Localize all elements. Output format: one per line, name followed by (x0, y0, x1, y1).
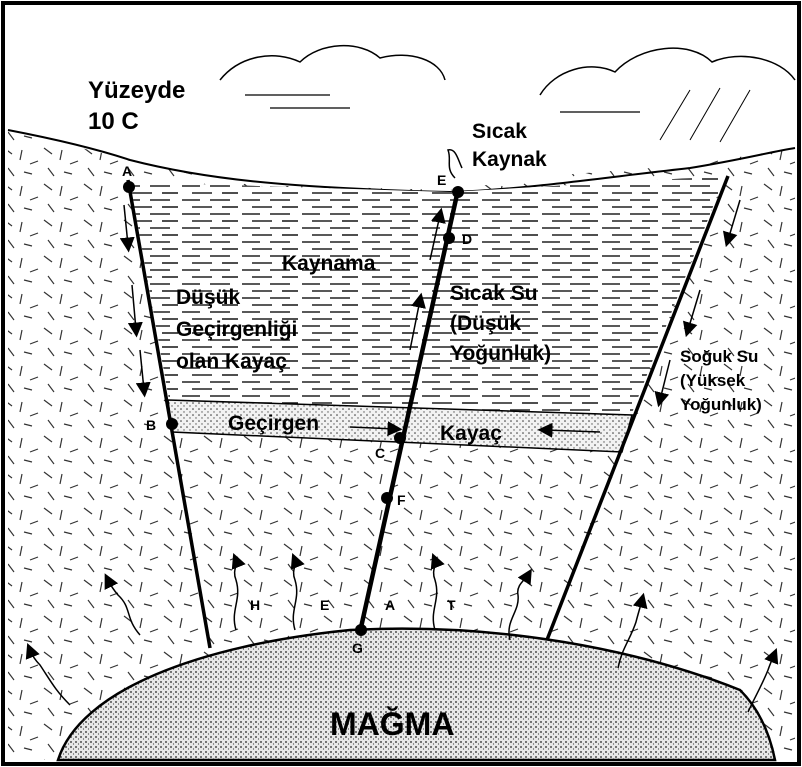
surface-label-line1: Yüzeyde (88, 77, 185, 104)
cold-water-line2: (Yüksek (680, 371, 746, 390)
point-a-dot (123, 181, 135, 193)
low-perm-rock-line3: olan Kayaç (176, 350, 287, 373)
point-c-dot (394, 432, 406, 444)
permeable-label-word2: Kayaç (440, 422, 502, 445)
point-g-label: G (352, 640, 363, 656)
magma-label: MAĞMA (330, 706, 454, 742)
low-perm-rock-line2: Geçirgenliği (176, 318, 297, 341)
heat-letter-a: A (385, 597, 395, 613)
point-c-label: C (375, 445, 385, 461)
cold-water-line3: Yoğunluk) (680, 395, 762, 414)
point-f-dot (381, 492, 393, 504)
heat-letter-t: T (447, 597, 456, 613)
permeable-label-word1: Geçirgen (228, 412, 319, 435)
hot-spring-label-line1: Sıcak (472, 120, 527, 143)
point-e-label: E (437, 172, 446, 188)
heat-letter-h: H (250, 597, 260, 613)
point-b-dot (166, 418, 178, 430)
hot-spring-label-line2: Kaynak (472, 148, 547, 171)
point-a-label: A (122, 163, 132, 179)
hot-water-line1: Sıcak Su (450, 282, 538, 305)
point-d-dot (443, 232, 455, 244)
low-perm-rock-line1: Düşük (176, 286, 241, 309)
boiling-label: Kaynama (282, 252, 376, 275)
hot-water-line3: Yoğunluk) (450, 342, 551, 365)
heat-letter-e: E (320, 597, 329, 613)
point-b-label: B (146, 417, 156, 433)
point-d-label: D (462, 231, 472, 247)
cold-water-line1: Soğuk Su (680, 347, 758, 366)
surface-label-line2: 10 C (88, 108, 139, 135)
point-f-label: F (397, 492, 406, 508)
point-g-dot (355, 624, 367, 636)
point-e-dot (452, 186, 464, 198)
hot-water-line2: (Düşük (450, 312, 521, 335)
